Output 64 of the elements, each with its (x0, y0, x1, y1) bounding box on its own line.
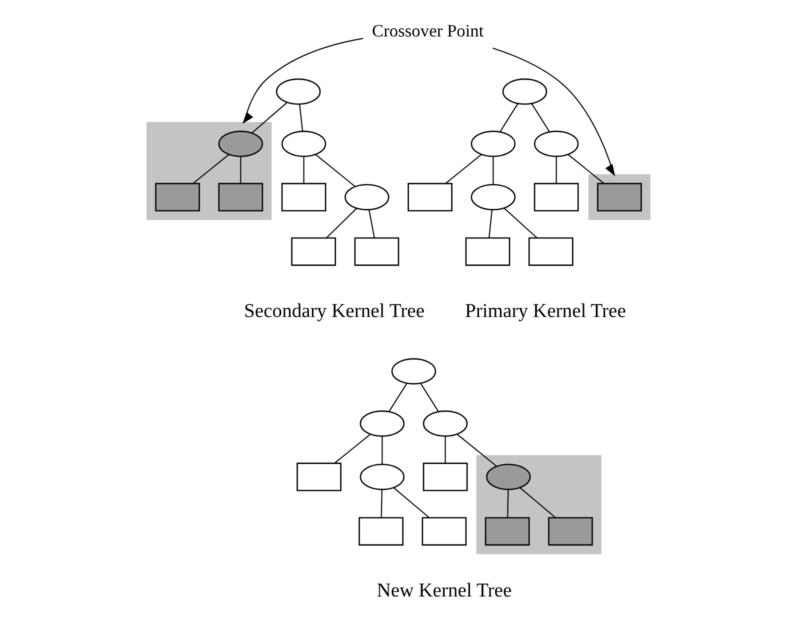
node-box (484, 517, 530, 546)
arrow (492, 48, 615, 176)
connector (334, 434, 370, 464)
label: Primary Kernel Tree (464, 300, 626, 322)
label: Secondary Kernel Tree (244, 300, 424, 322)
node-ellipse (486, 464, 530, 490)
cluster (476, 455, 601, 554)
connector (488, 210, 492, 238)
node-box (464, 237, 510, 266)
connector (456, 434, 496, 467)
node-text: Crossover Point (372, 20, 484, 40)
connector (518, 487, 556, 518)
arrow (242, 38, 363, 124)
node-ellipse (390, 358, 436, 384)
node-box (548, 517, 592, 546)
node-box (533, 182, 578, 212)
connector (388, 383, 407, 412)
connector (445, 154, 482, 184)
node-box (290, 237, 336, 266)
connector (420, 383, 438, 412)
node-ellipse (359, 464, 404, 490)
connector (380, 490, 382, 518)
connector (567, 154, 604, 184)
connector (492, 156, 494, 185)
node-ellipse (470, 184, 516, 210)
node-box (354, 237, 399, 266)
node-ellipse (280, 130, 326, 157)
node-box (218, 182, 263, 212)
node-box (407, 182, 452, 212)
connector (314, 154, 355, 187)
node-box (280, 182, 326, 212)
connector (444, 436, 446, 463)
node-ellipse (533, 130, 578, 157)
node-ellipse (470, 130, 516, 157)
connector (555, 156, 556, 184)
connector (506, 490, 508, 518)
connector (240, 156, 241, 184)
node-box (421, 517, 466, 546)
connector (368, 210, 374, 238)
connector (392, 487, 429, 518)
cluster (146, 122, 272, 220)
node-box (596, 182, 642, 212)
label: New Kernel Tree (376, 580, 512, 602)
node-ellipse (344, 184, 389, 210)
node-ellipse (275, 78, 320, 105)
connector (326, 208, 357, 238)
connector (298, 104, 303, 132)
connector (503, 208, 537, 238)
connector (251, 102, 287, 134)
connector (499, 104, 518, 132)
node-ellipse (218, 130, 263, 157)
connector (302, 156, 304, 184)
connector (381, 436, 382, 464)
node-ellipse (422, 410, 468, 437)
connector (530, 104, 550, 132)
node-ellipse (502, 78, 547, 105)
node-box (528, 237, 573, 266)
connector (192, 154, 229, 184)
node-box (296, 462, 341, 492)
node-box (154, 182, 200, 212)
node-box (358, 517, 403, 546)
node-ellipse (359, 410, 404, 437)
cluster (588, 174, 650, 220)
node-box (422, 462, 468, 492)
